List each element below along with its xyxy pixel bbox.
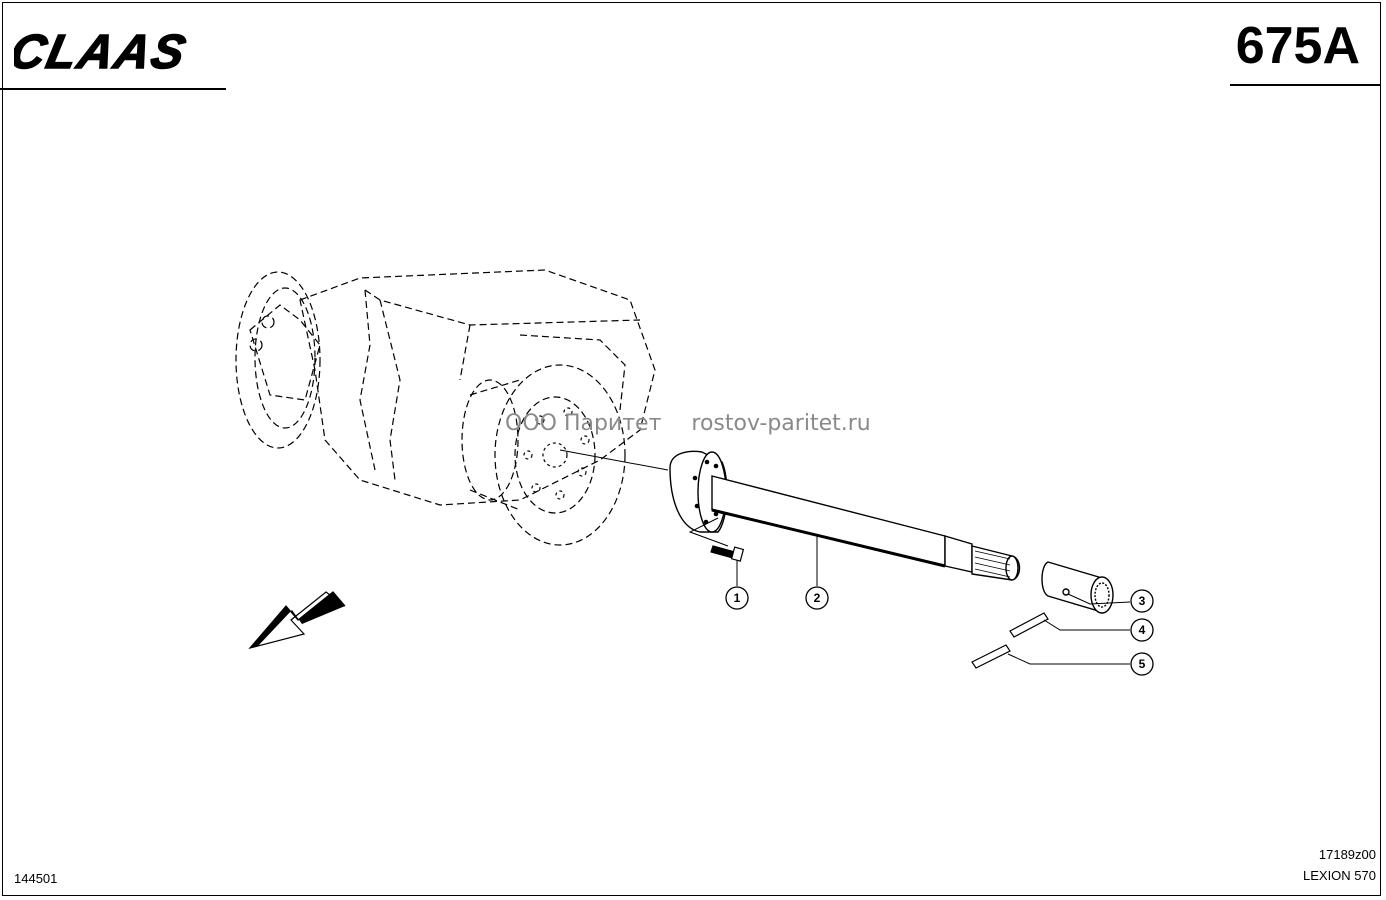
watermark: ООО Паритет rostov-paritet.ru [505,411,871,436]
claas-logo: CLAAS [4,25,234,80]
callout-2: 2 [805,586,829,610]
page-code: 675A [1235,17,1360,75]
callout-3: 3 [1130,589,1154,613]
brand-text: CLAAS [14,28,192,72]
callout-4: 4 [1130,618,1154,642]
callout-5: 5 [1130,652,1154,676]
doc-number: 144501 [14,871,58,886]
model-name: LEXION 570 [1303,868,1376,883]
drawing-id: 17189z00 [1318,847,1376,862]
gearbox-housing [235,269,656,546]
callout-4-label: 4 [1139,623,1146,637]
logo-underline [0,88,226,90]
callout-1-label: 1 [734,591,741,605]
watermark-website: rostov-paritet.ru [691,411,871,436]
bolt-leader [688,517,729,547]
footer-right-block: 17189z00 LEXION 570 [1303,844,1376,886]
pin-part-4 [1009,612,1049,638]
direction-arrow-icon [248,591,346,650]
shaft-part-2 [669,450,1021,581]
callout-5-label: 5 [1139,657,1146,671]
pin-part-5 [971,644,1011,669]
bolt-part-1 [710,545,745,562]
page-code-underline [1230,84,1380,86]
sleeve-part-3 [1041,561,1114,614]
watermark-company: ООО Паритет [505,411,662,436]
callout-1: 1 [725,586,749,610]
callout-leaders [736,534,1131,665]
assembly-centerline [559,449,669,471]
callout-2-label: 2 [814,591,821,605]
callout-3-label: 3 [1139,594,1146,608]
